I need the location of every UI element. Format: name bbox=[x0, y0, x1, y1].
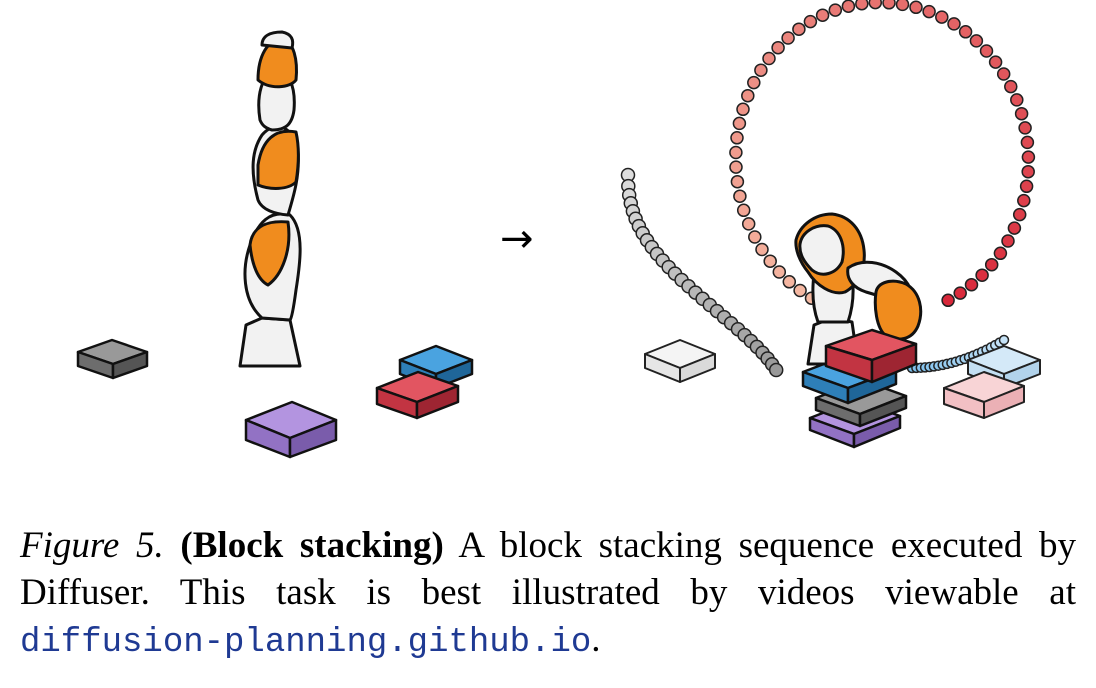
trajectory-dot bbox=[909, 0, 923, 15]
trajectory-dot bbox=[754, 63, 768, 77]
trajectory-dot bbox=[1007, 221, 1022, 235]
trajectory-dot bbox=[782, 275, 797, 289]
trajectory-dot bbox=[979, 44, 994, 58]
trajectory-dot bbox=[941, 293, 955, 308]
trajectory-dot bbox=[841, 0, 856, 13]
block-gray bbox=[76, 338, 149, 380]
trajectory-dot bbox=[729, 145, 743, 160]
trajectory-dot bbox=[815, 8, 830, 22]
trajectory-red bbox=[729, 0, 1036, 317]
trajectory-dot bbox=[975, 268, 989, 282]
trajectory-dot bbox=[984, 257, 999, 272]
trajectory-dot bbox=[882, 0, 896, 10]
trajectory-dot bbox=[1021, 164, 1035, 179]
trajectory-dot bbox=[855, 0, 869, 11]
block-red bbox=[375, 370, 460, 420]
trajectory-dot bbox=[730, 174, 745, 189]
trajectory-dot bbox=[747, 75, 761, 90]
trajectory-dot bbox=[1020, 135, 1035, 150]
trajectory-dot bbox=[969, 34, 984, 48]
trajectory-dot bbox=[1012, 207, 1027, 222]
trajectory-dot bbox=[998, 334, 1010, 346]
trajectory-dot bbox=[792, 22, 806, 36]
trajectory-dot bbox=[922, 4, 936, 19]
trajectory-dot bbox=[771, 40, 785, 55]
trajectory-dot bbox=[996, 67, 1011, 81]
trajectory-dot bbox=[964, 277, 979, 292]
trajectory-dot bbox=[1014, 106, 1029, 121]
transition-arrow: → bbox=[500, 216, 534, 262]
figure-label: Figure 5. bbox=[20, 525, 164, 566]
figure-caption: Figure 5. (Block stacking) A block stack… bbox=[20, 522, 1076, 667]
trajectory-dot bbox=[732, 116, 747, 131]
trajectory-dot bbox=[935, 10, 949, 24]
trajectory-dot bbox=[748, 230, 762, 244]
trajectory-dot bbox=[993, 246, 1008, 261]
trajectory-dot bbox=[1004, 79, 1018, 94]
trajectory-dot bbox=[988, 55, 1003, 69]
stacked-block-red bbox=[824, 328, 918, 384]
trajectory-dot bbox=[762, 51, 776, 66]
trajectory-dot bbox=[733, 189, 747, 203]
ghost-block-pink bbox=[943, 371, 1025, 419]
trajectory-dot bbox=[895, 0, 910, 12]
trajectory-dot bbox=[1001, 234, 1015, 248]
trajectory-dot bbox=[736, 102, 750, 117]
trajectory-dot bbox=[793, 283, 807, 298]
trajectory-dot bbox=[763, 254, 777, 268]
trajectory-dot bbox=[741, 217, 756, 231]
block-purple bbox=[244, 400, 338, 459]
robot-arm-upright bbox=[238, 30, 302, 368]
trajectory-dot bbox=[803, 14, 818, 29]
project-link[interactable]: diffusion-planning.github.io bbox=[20, 624, 592, 662]
trajectory-dot bbox=[1010, 93, 1024, 107]
trajectory-dot bbox=[1018, 121, 1032, 135]
trajectory-dot bbox=[781, 31, 795, 45]
trajectory-dot bbox=[1017, 193, 1031, 208]
trajectory-dot bbox=[730, 131, 744, 145]
caption-text: A block stacking sequence executed by Di… bbox=[20, 525, 1076, 613]
trajectory-dot bbox=[755, 242, 769, 257]
trajectory-dot bbox=[729, 160, 743, 174]
trajectory-dot bbox=[736, 203, 751, 218]
trajectory-dot bbox=[828, 3, 843, 17]
trajectory-dot bbox=[772, 265, 787, 279]
block-stacking-figure: → bbox=[76, 0, 1041, 459]
initial-scene-panel bbox=[76, 30, 474, 459]
trajectory-gray bbox=[620, 167, 784, 378]
trajectory-dot bbox=[953, 286, 967, 300]
stacking-sequence-panel bbox=[620, 0, 1041, 449]
ghost-block-lightblue bbox=[967, 345, 1041, 389]
trajectory-dot bbox=[958, 25, 973, 39]
trajectory-dot bbox=[1021, 150, 1036, 164]
caption-period: . bbox=[591, 619, 601, 660]
trajectory-dot bbox=[947, 17, 961, 31]
caption-title: (Block stacking) bbox=[180, 525, 444, 566]
trajectory-dot bbox=[1019, 179, 1034, 194]
trajectory-dot bbox=[868, 0, 883, 10]
trajectory-dot bbox=[741, 88, 755, 103]
trajectory-dot bbox=[768, 362, 784, 378]
robot-arm-bent bbox=[794, 212, 923, 366]
ghost-block-white bbox=[644, 339, 716, 383]
